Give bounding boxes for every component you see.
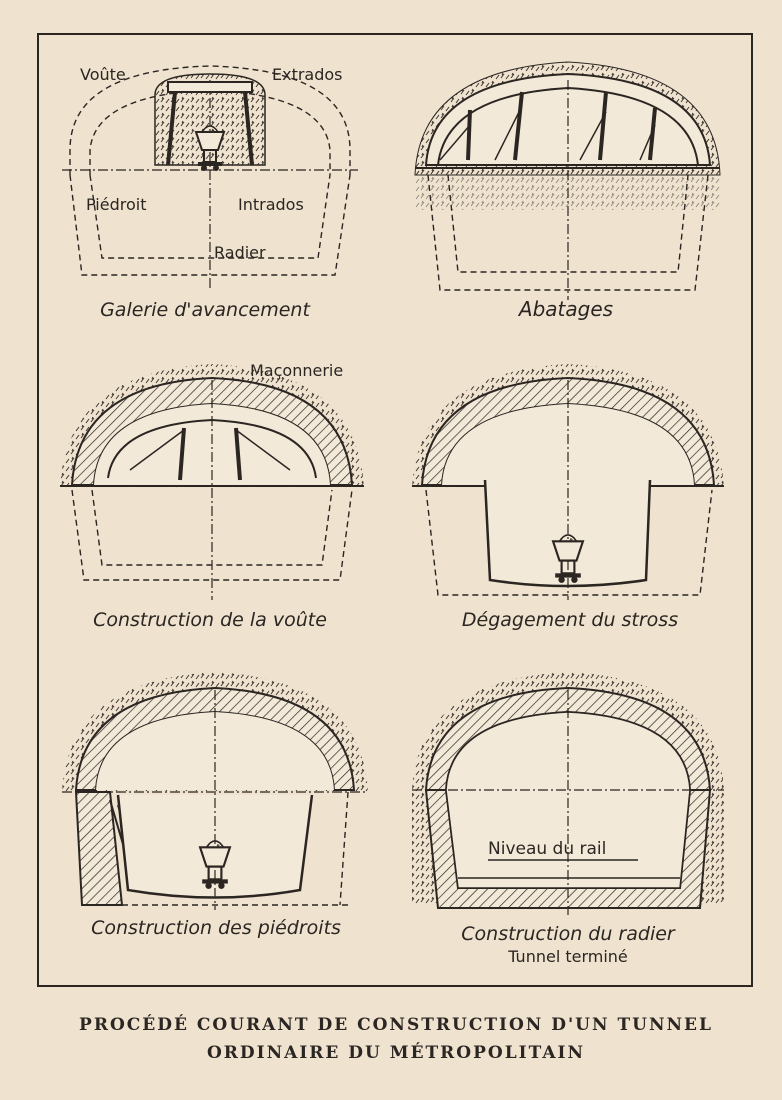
panel-construction-piedroits: Construction des piédroits [62, 672, 368, 939]
label-extrados: Extrados [272, 65, 343, 84]
caption-construction-voute: Construction de la voûte [93, 609, 327, 631]
plate-frame [37, 33, 753, 987]
label-piedroit: Piédroit [86, 195, 146, 214]
plate-title-line1: PROCÉDÉ COURANT DE CONSTRUCTION D'UN TUN… [79, 1014, 713, 1035]
caption-construction-radier: Construction du radier [461, 923, 676, 945]
caption-construction-piedroits: Construction des piédroits [91, 917, 341, 939]
panel-galerie-avancement: Voûte Extrados Piédroit Intrados Radier … [62, 65, 358, 321]
panel-construction-voute: Maçonnerie Construction de la voûte [60, 361, 364, 631]
panel-abatages: Abatages [414, 61, 721, 321]
label-voute: Voûte [80, 65, 126, 84]
label-radier: Radier [214, 243, 266, 262]
panel-construction-radier: Niveau du rail Construction du radier Tu… [412, 672, 724, 966]
label-maconnerie: Maçonnerie [250, 361, 343, 380]
label-niveau-rail: Niveau du rail [488, 839, 606, 859]
caption-galerie: Galerie d'avancement [100, 299, 311, 321]
plate-title-line2: ORDINAIRE DU MÉTROPOLITAIN [207, 1042, 585, 1063]
subcaption-tunnel-termine: Tunnel terminé [507, 947, 628, 966]
caption-abatages: Abatages [517, 297, 613, 321]
label-intrados: Intrados [238, 195, 304, 214]
caption-degagement-stross: Dégagement du stross [462, 609, 678, 631]
panel-degagement-stross: Dégagement du stross [412, 364, 724, 631]
